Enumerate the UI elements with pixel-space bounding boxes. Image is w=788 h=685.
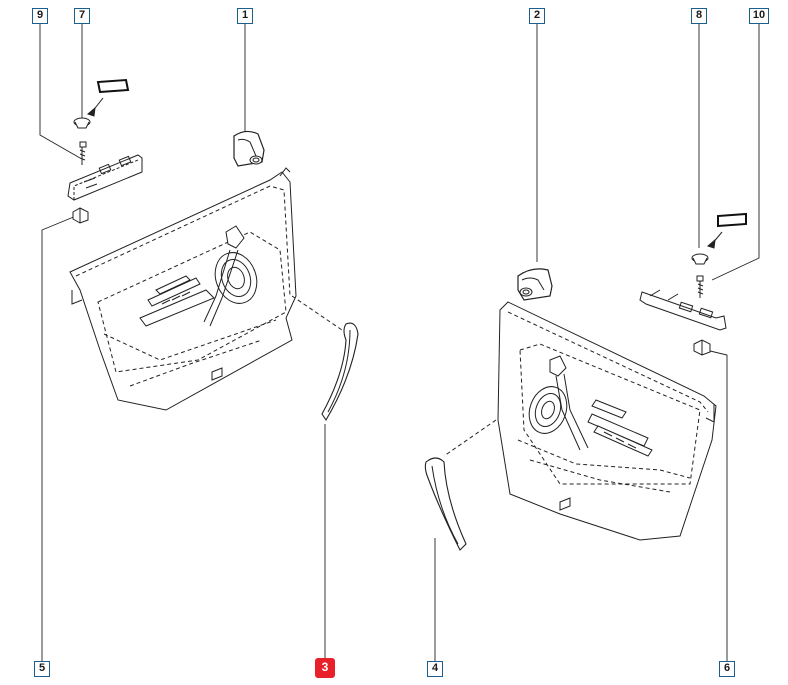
leader-lines	[39, 24, 760, 661]
tweeter-cover-left	[233, 130, 265, 167]
screw-right	[691, 253, 709, 298]
dash-leader-4	[443, 419, 497, 457]
pull-handle-4	[424, 457, 467, 551]
switch-panel-left	[67, 154, 143, 201]
callout-7[interactable]: 7	[74, 8, 90, 24]
label-clip-right	[707, 212, 747, 249]
door-panel-right	[497, 301, 717, 541]
tweeter-cover-right	[517, 268, 553, 301]
callout-2[interactable]: 2	[529, 8, 545, 24]
callout-9[interactable]: 9	[32, 8, 48, 24]
callout-10[interactable]: 10	[749, 8, 769, 24]
pull-handle-3	[321, 322, 359, 422]
callout-4[interactable]: 4	[427, 661, 443, 677]
callout-5[interactable]: 5	[34, 661, 50, 677]
callout-8[interactable]: 8	[691, 8, 707, 24]
dash-leader-3	[291, 295, 343, 331]
switch-panel-right	[639, 289, 727, 331]
door-panel-left	[69, 167, 297, 411]
clip-left	[72, 207, 89, 224]
clip-right	[693, 339, 711, 356]
screw-left	[73, 117, 91, 165]
callout-1[interactable]: 1	[237, 8, 253, 24]
label-clip-left	[87, 78, 130, 117]
callout-6[interactable]: 6	[719, 661, 735, 677]
callout-3-selected[interactable]: 3	[315, 658, 335, 678]
